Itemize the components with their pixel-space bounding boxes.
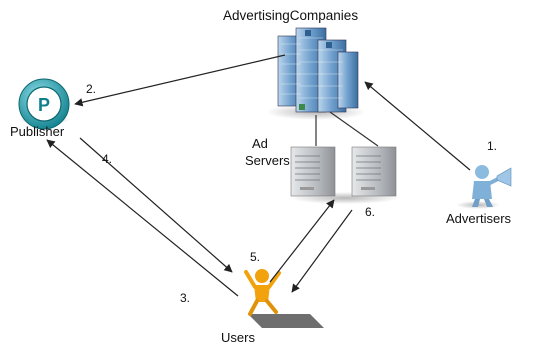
step-6-label: 6. bbox=[365, 205, 376, 219]
arrow-1-advertisers-to-companies bbox=[364, 81, 471, 171]
step-1-label: 1. bbox=[487, 139, 498, 153]
building-server-connectors bbox=[315, 111, 379, 147]
step-3-label: 3. bbox=[180, 291, 191, 305]
arrow-3-users-to-publisher bbox=[46, 139, 239, 297]
advertisers-label: Advertisers bbox=[446, 211, 512, 226]
step-5-label: 5. bbox=[250, 250, 261, 264]
ad-servers-icon bbox=[290, 146, 400, 204]
user-figure-icon bbox=[244, 269, 324, 328]
arrow-6-servers-to-users bbox=[291, 209, 353, 293]
arrow-5-users-to-servers bbox=[269, 199, 335, 283]
publisher-logo-letter: P bbox=[38, 95, 50, 115]
ad-servers-label-line1: Ad bbox=[252, 136, 268, 151]
arrow-2-companies-to-publisher bbox=[74, 54, 286, 107]
step-4-label: 4. bbox=[102, 152, 113, 166]
publisher-logo-icon: P bbox=[18, 78, 70, 130]
advertising-companies-label: AdvertisingCompanies bbox=[223, 8, 359, 23]
users-label: Users bbox=[221, 330, 255, 345]
advertiser-megaphone-icon bbox=[456, 165, 512, 209]
arrow-4-publisher-to-users bbox=[79, 137, 233, 273]
flow-arrows bbox=[46, 54, 471, 297]
office-buildings-icon bbox=[266, 27, 366, 120]
publisher-label: Publisher bbox=[10, 124, 65, 139]
ad-servers-label-line2: Servers bbox=[245, 153, 290, 168]
step-2-label: 2. bbox=[86, 82, 97, 96]
